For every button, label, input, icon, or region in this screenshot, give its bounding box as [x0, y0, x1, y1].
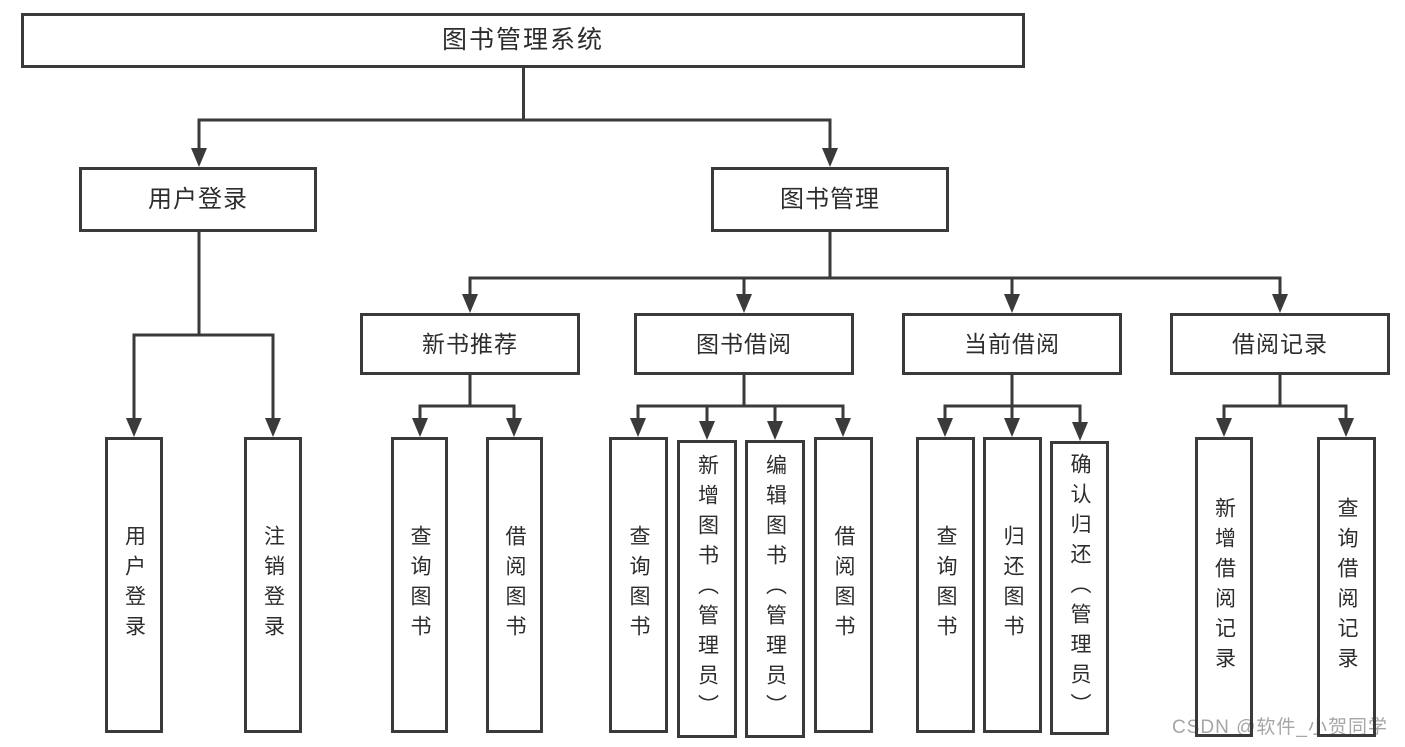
arrowhead: [699, 421, 715, 440]
connector-user-login-children: [126, 232, 281, 437]
arrowhead: [1004, 418, 1020, 437]
connector-new-book-recommend-children: [412, 375, 522, 437]
arrowhead: [191, 148, 207, 167]
arrowhead: [767, 421, 783, 440]
arrowhead: [1004, 294, 1020, 313]
arrowhead: [1338, 418, 1354, 437]
node-user-login: 用户登录: [79, 167, 317, 232]
node-new-book-recommend: 新书推荐: [360, 313, 580, 375]
connector-borrowing-records-children: [1216, 375, 1354, 437]
node-book-management: 图书管理: [711, 167, 949, 232]
arrowhead: [1272, 294, 1288, 313]
arrowhead: [265, 418, 281, 437]
leaf-user-login: 用户登录: [105, 437, 163, 733]
leaf-borrowing-query-books: 查询图书: [609, 437, 668, 733]
arrowhead: [126, 418, 142, 437]
node-borrowing-records: 借阅记录: [1170, 313, 1390, 375]
arrowhead: [462, 294, 478, 313]
csdn-watermark: CSDN @软件_小贺同学: [1172, 717, 1388, 738]
node-library-management-system: 图书管理系统: [21, 13, 1025, 68]
connector-root-to-level1: [191, 68, 838, 167]
node-book-borrowing: 图书借阅: [634, 313, 854, 375]
leaf-current-confirm-return-admin: 确认归还（管理员）: [1050, 441, 1109, 735]
connector-book-management-children: [462, 232, 1288, 313]
leaf-records-add-record: 新增借阅记录: [1195, 437, 1253, 737]
connector-current-borrowing-children: [937, 375, 1088, 441]
leaf-recommend-query-books: 查询图书: [391, 437, 448, 733]
arrowhead: [835, 418, 851, 437]
arrowhead: [822, 148, 838, 167]
arrowhead: [630, 418, 646, 437]
leaf-current-query-books: 查询图书: [916, 437, 975, 733]
leaf-borrowing-borrow-books: 借阅图书: [814, 437, 873, 733]
arrowhead: [736, 294, 752, 313]
arrowhead: [412, 418, 428, 437]
leaf-current-return-books: 归还图书: [983, 437, 1042, 733]
arrowhead: [1072, 422, 1088, 441]
leaf-logout: 注销登录: [244, 437, 302, 733]
arrowhead: [1216, 418, 1232, 437]
connector-book-borrowing-children: [630, 375, 851, 440]
arrowhead: [937, 418, 953, 437]
leaf-records-query-record: 查询借阅记录: [1317, 437, 1376, 737]
leaf-recommend-borrow-books: 借阅图书: [486, 437, 543, 733]
arrowhead: [506, 418, 522, 437]
leaf-borrowing-edit-books-admin: 编辑图书（管理员）: [745, 440, 805, 738]
node-current-borrowing: 当前借阅: [902, 313, 1122, 375]
leaf-borrowing-add-books-admin: 新增图书（管理员）: [677, 440, 737, 738]
